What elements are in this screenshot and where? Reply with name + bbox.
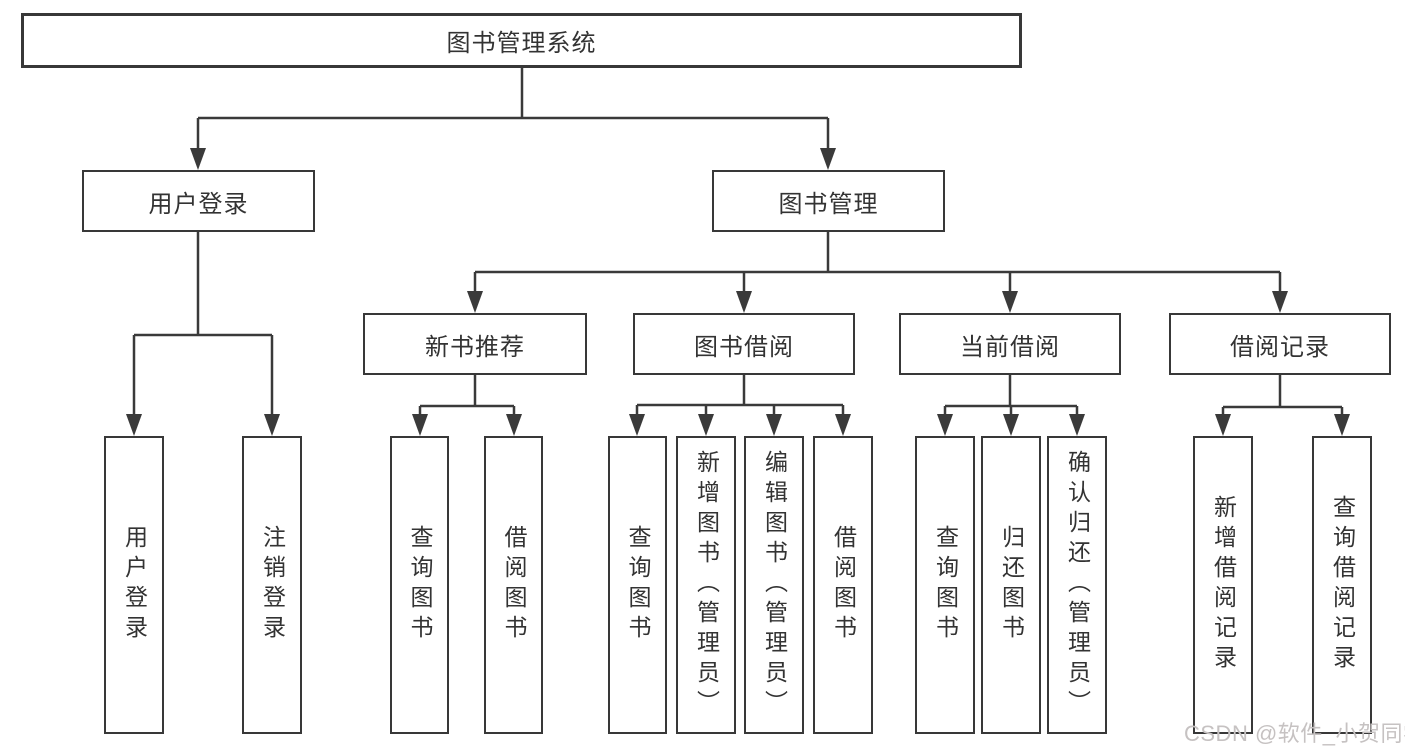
node-user-login: 用户登录 bbox=[82, 170, 315, 232]
leaf-logout: 注销登录 bbox=[242, 436, 302, 734]
node-borrowing-records: 借阅记录 bbox=[1169, 313, 1391, 375]
leaf-add-borrow-record: 新增借阅记录 bbox=[1193, 436, 1253, 734]
leaf-label: 查询图书 bbox=[625, 525, 651, 645]
leaf-label: 确认归还（管理员） bbox=[1064, 450, 1091, 720]
leaf-add-books-admin: 新增图书（管理员） bbox=[676, 436, 736, 734]
node-book-management: 图书管理 bbox=[712, 170, 945, 232]
leaf-label: 用户登录 bbox=[121, 525, 148, 645]
node-label: 图书管理系统 bbox=[446, 30, 597, 57]
node-label: 图书借阅 bbox=[694, 333, 794, 361]
arrowhead-icons bbox=[126, 148, 1350, 436]
leaf-label: 编辑图书（管理员） bbox=[761, 450, 788, 720]
node-label: 新书推荐 bbox=[425, 333, 525, 361]
leaf-query-books-borrowing: 查询图书 bbox=[608, 436, 667, 734]
leaf-label: 查询图书 bbox=[932, 525, 959, 645]
leaf-user-login: 用户登录 bbox=[104, 436, 164, 734]
leaf-label: 新增借阅记录 bbox=[1210, 495, 1237, 675]
node-book-management-system: 图书管理系统 bbox=[21, 13, 1022, 68]
node-label: 当前借阅 bbox=[960, 333, 1060, 361]
node-current-borrowing: 当前借阅 bbox=[899, 313, 1121, 375]
leaf-borrow-books-recommend: 借阅图书 bbox=[484, 436, 543, 734]
leaf-label: 注销登录 bbox=[259, 525, 286, 645]
leaf-query-books-current: 查询图书 bbox=[915, 436, 975, 734]
leaf-label: 新增图书（管理员） bbox=[693, 450, 720, 720]
leaf-return-books: 归还图书 bbox=[981, 436, 1041, 734]
node-label: 借阅记录 bbox=[1230, 333, 1330, 361]
leaf-label: 查询图书 bbox=[407, 525, 433, 645]
node-label: 图书管理 bbox=[778, 190, 879, 218]
leaf-query-borrow-record: 查询借阅记录 bbox=[1312, 436, 1372, 734]
leaf-edit-books-admin: 编辑图书（管理员） bbox=[744, 436, 804, 734]
node-new-book-recommend: 新书推荐 bbox=[363, 313, 587, 375]
leaf-label: 借阅图书 bbox=[830, 525, 857, 645]
node-label: 用户登录 bbox=[148, 190, 249, 218]
node-book-borrowing: 图书借阅 bbox=[633, 313, 855, 375]
leaf-label: 查询借阅记录 bbox=[1329, 495, 1356, 675]
leaf-borrow-books: 借阅图书 bbox=[813, 436, 873, 734]
leaf-query-books-recommend: 查询图书 bbox=[390, 436, 449, 734]
csdn-watermark: CSDN @软件_小贺同学 bbox=[1184, 721, 1405, 746]
leaf-label: 借阅图书 bbox=[501, 525, 527, 645]
leaf-label: 归还图书 bbox=[998, 525, 1025, 645]
leaf-confirm-return-admin: 确认归还（管理员） bbox=[1047, 436, 1107, 734]
